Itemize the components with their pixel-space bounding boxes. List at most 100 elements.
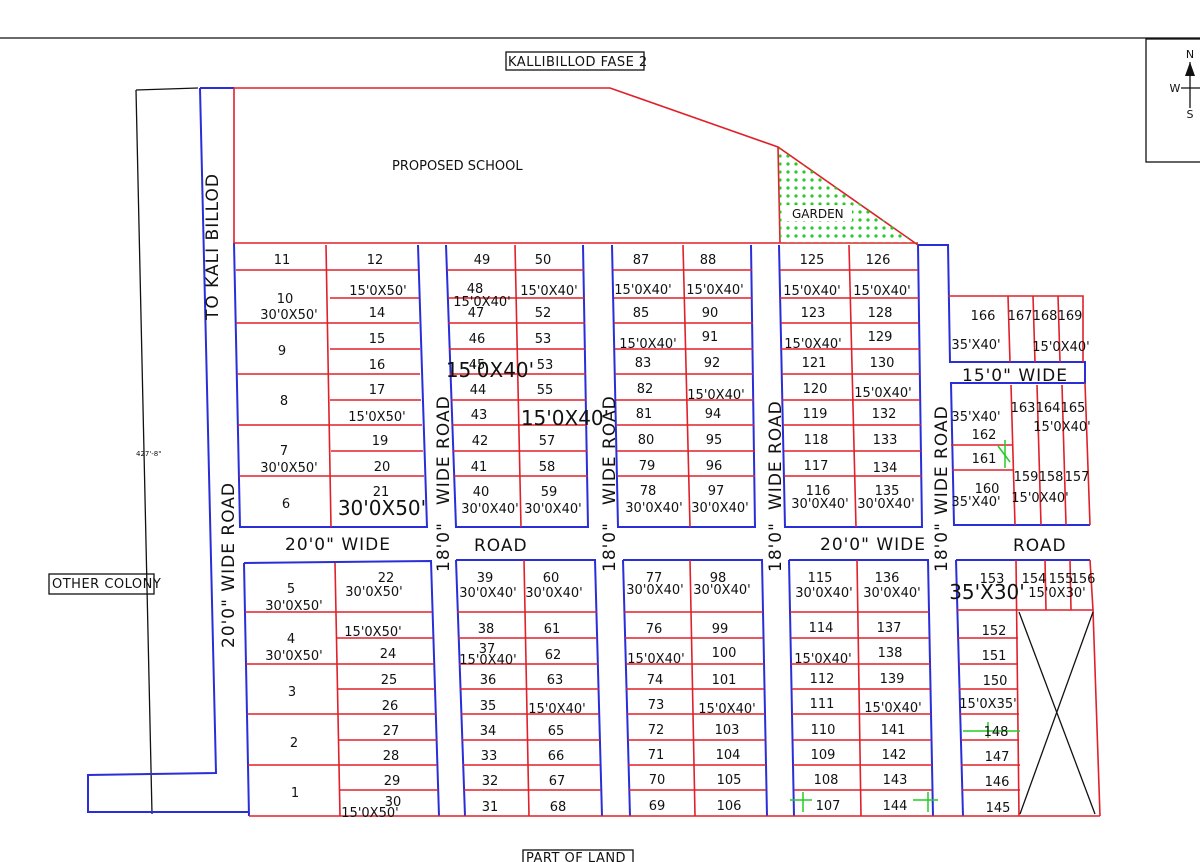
plot-number-119: 119 <box>803 407 828 422</box>
plot-number-36: 36 <box>480 673 497 688</box>
plot-number-155: 155 <box>1049 572 1074 587</box>
plot-number-11: 11 <box>274 253 291 268</box>
plot-number-57: 57 <box>539 434 556 449</box>
plot-number-151: 151 <box>982 649 1007 664</box>
plot-number-63: 63 <box>547 673 564 688</box>
plot-number-20: 20 <box>374 460 391 475</box>
plot-number-157: 157 <box>1065 470 1090 485</box>
plot-number-72: 72 <box>648 723 665 738</box>
plot-dimension: 15'0X40' <box>614 283 671 298</box>
plot-number-48: 48 <box>467 282 484 297</box>
plot-number-24: 24 <box>380 647 397 662</box>
plot-dimension: 15'0X50' <box>348 410 405 425</box>
plot-number-41: 41 <box>471 460 488 475</box>
plot-number-159: 159 <box>1014 470 1039 485</box>
plot-dimension: 15'0X40' <box>1032 340 1089 355</box>
plot-number-83: 83 <box>635 356 652 371</box>
plot-number-16: 16 <box>369 358 386 373</box>
plot-number-156: 156 <box>1071 572 1096 587</box>
plot-number-37: 37 <box>479 642 496 657</box>
plot-dimension: 15'0X40' <box>783 284 840 299</box>
road-18ft-4: 18'0" <box>932 522 952 572</box>
plot-dimension: 15'0X40' <box>453 295 510 310</box>
road-label-right: ROAD <box>1013 536 1067 556</box>
plot-number-94: 94 <box>705 407 722 422</box>
plot-dimension: 15'0X40' <box>698 702 755 717</box>
plot-number-160: 160 <box>975 482 1000 497</box>
plot-dimension: 15'0X50' <box>344 625 401 640</box>
plot-number-154: 154 <box>1022 572 1047 587</box>
bottom-title: PART OF LAND <box>526 851 626 862</box>
compass-n-label: N <box>1186 48 1194 61</box>
plot-dimension: 15'0X40' <box>520 284 577 299</box>
plot-number-62: 62 <box>545 648 562 663</box>
plot-number-121: 121 <box>802 356 827 371</box>
plot-number-31: 31 <box>482 800 499 815</box>
plot-number-120: 120 <box>803 382 828 397</box>
plot-number-17: 17 <box>369 383 386 398</box>
plot-number-96: 96 <box>706 459 723 474</box>
plot-dimension: 15'0X40' <box>794 652 851 667</box>
plot-dimension: 15'0X40' <box>459 653 516 668</box>
plot-number-126: 126 <box>866 253 891 268</box>
plot-dimension-large: 15'0X40' <box>521 406 609 430</box>
plot-number-90: 90 <box>702 306 719 321</box>
plot-number-30: 30 <box>385 795 402 810</box>
plot-dimension: 15'0X40' <box>627 652 684 667</box>
plot-number-167: 167 <box>1008 309 1033 324</box>
plot-number-143: 143 <box>883 773 908 788</box>
plot-number-148: 148 <box>984 725 1009 740</box>
plot-number-78: 78 <box>640 484 657 499</box>
plot-number-38: 38 <box>478 622 495 637</box>
plot-dimension: 30'0X50' <box>260 308 317 323</box>
plot-dimension: 15'0X40' <box>619 337 676 352</box>
plot-number-70: 70 <box>649 773 666 788</box>
plot-dimension: 35'X40' <box>951 410 1000 425</box>
plot-number-165: 165 <box>1061 401 1086 416</box>
plot-dimension: 35'X40' <box>951 495 1000 510</box>
plot-number-161: 161 <box>972 452 997 467</box>
plot-number-82: 82 <box>637 382 654 397</box>
plot-dimension: 30'0X40' <box>461 502 518 517</box>
plot-number-61: 61 <box>544 622 561 637</box>
plot-number-164: 164 <box>1036 401 1061 416</box>
plot-number-92: 92 <box>704 356 721 371</box>
plot-number-74: 74 <box>647 673 664 688</box>
plot-number-8: 8 <box>280 394 288 409</box>
plot-number-55: 55 <box>537 383 554 398</box>
plot-number-85: 85 <box>633 306 650 321</box>
plot-number-163: 163 <box>1011 401 1036 416</box>
plot-dimension: 30'0X50' <box>265 599 322 614</box>
side-dimension: 427'-8" <box>136 450 161 458</box>
road-20-wide-1: 20'0" WIDE <box>285 535 391 555</box>
road-20-wide-2: 20'0" WIDE <box>820 535 926 555</box>
plot-number-100: 100 <box>712 646 737 661</box>
plot-dimension: 30'0X40' <box>863 586 920 601</box>
plot-number-138: 138 <box>878 646 903 661</box>
compass-w-label: W <box>1170 82 1181 95</box>
plot-number-14: 14 <box>369 306 386 321</box>
plot-number-79: 79 <box>639 459 656 474</box>
plot-dimension: 30'0X40' <box>524 502 581 517</box>
plot-dimension: 30'0X40' <box>525 586 582 601</box>
road-vertical-4: WIDE ROAD <box>932 405 952 515</box>
plot-number-71: 71 <box>648 748 665 763</box>
plot-dimension: 30'0X40' <box>626 583 683 598</box>
plot-number-111: 111 <box>810 697 835 712</box>
plot-dimension: 30'0X40' <box>795 586 852 601</box>
plot-dimension: 15'0X50' <box>341 806 398 821</box>
plot-number-169: 169 <box>1058 309 1083 324</box>
plot-number-168: 168 <box>1033 309 1058 324</box>
plot-number-32: 32 <box>482 774 499 789</box>
left-boundary-line <box>135 89 153 815</box>
plot-number-108: 108 <box>814 773 839 788</box>
plot-number-28: 28 <box>383 749 400 764</box>
plot-number-110: 110 <box>811 723 836 738</box>
plot-number-98: 98 <box>710 571 727 586</box>
plot-number-12: 12 <box>367 253 384 268</box>
plot-number-43: 43 <box>471 408 488 423</box>
plot-lines-red <box>234 87 1101 817</box>
north-compass: N W S <box>1145 38 1200 163</box>
plot-dimension: 15'0X40' <box>1011 491 1068 506</box>
